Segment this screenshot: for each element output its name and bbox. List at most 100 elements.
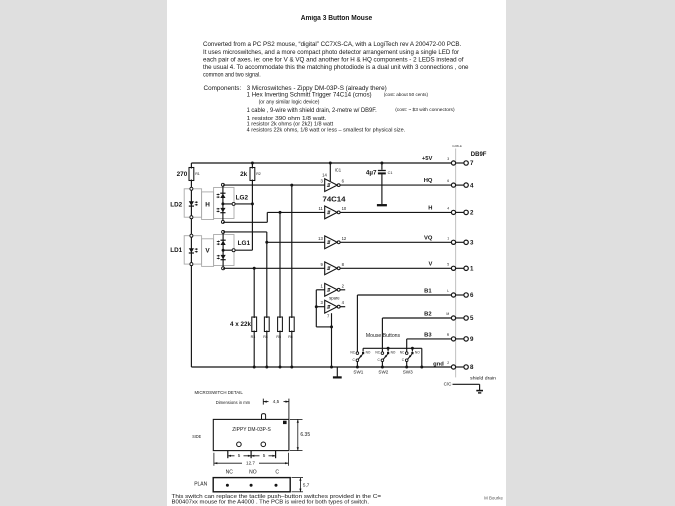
svg-text:MICROSWITCH DETAIL: MICROSWITCH DETAIL — [195, 390, 244, 396]
svg-text:NC: NC — [400, 351, 405, 355]
svg-text:common and two signal.: common and two signal. — [203, 72, 261, 79]
svg-text:This switch can replace the ta: This switch can replace the tactile push… — [172, 494, 382, 500]
svg-text:B00407xx mouse for the A4000: B00407xx mouse for the A4000 . The PCB i… — [172, 500, 370, 506]
svg-text:shield drain: shield drain — [470, 375, 496, 381]
svg-text:4 resistors 22k ohms, 1/: 4 resistors 22k ohms, 1/8 watt or less –… — [247, 128, 406, 134]
svg-text:DB9F: DB9F — [471, 152, 487, 158]
svg-text:12: 12 — [342, 236, 347, 241]
svg-text:(or any similar logic device): (or any similar logic device) — [259, 100, 320, 106]
svg-text:5: 5 — [470, 315, 474, 322]
svg-text:2: 2 — [470, 210, 474, 217]
svg-text:NC: NC — [226, 469, 234, 475]
svg-text:R1: R1 — [195, 172, 200, 176]
svg-text:H: H — [205, 201, 210, 208]
svg-text:R2: R2 — [256, 172, 261, 176]
svg-text:3: 3 — [320, 300, 323, 305]
svg-text:M: M — [446, 312, 449, 316]
svg-text:4µ7: 4µ7 — [366, 169, 377, 176]
svg-text:SIDE: SIDE — [192, 434, 201, 439]
svg-text:LD1: LD1 — [170, 247, 182, 254]
svg-text:13: 13 — [318, 236, 323, 241]
svg-text:Amiga 3 Button Mouse: Amiga 3 Button Mouse — [301, 15, 373, 22]
svg-text:NC: NC — [350, 351, 355, 355]
svg-text:H: H — [428, 205, 432, 211]
svg-text:5: 5 — [238, 453, 241, 458]
svg-text:SW3: SW3 — [403, 369, 413, 374]
svg-text:3: 3 — [320, 179, 323, 184]
svg-text:6.35: 6.35 — [300, 432, 310, 438]
svg-text:NO: NO — [415, 351, 420, 355]
svg-text:M Bourke: M Bourke — [484, 495, 503, 500]
svg-text:3: 3 — [447, 157, 449, 161]
svg-text:6: 6 — [447, 179, 449, 183]
svg-text:9: 9 — [320, 262, 323, 267]
svg-text:14: 14 — [322, 172, 327, 177]
svg-text:It uses microswitches, and a: It uses microswitches, and a more compac… — [203, 49, 459, 56]
svg-text:LD2: LD2 — [170, 202, 182, 209]
svg-text:Converted from a PC PS2 mouse,: Converted from a PC PS2 mouse, “digital”… — [203, 41, 462, 48]
svg-text:3 Microswitches - Zippy DM-: 3 Microswitches - Zippy DM-03P-S (alread… — [247, 85, 387, 92]
svg-text:2k: 2k — [240, 171, 248, 178]
svg-text:B1: B1 — [424, 289, 432, 295]
svg-text:CABLE: CABLE — [452, 144, 462, 148]
svg-text:PLAN: PLAN — [194, 482, 207, 488]
svg-text:C: C — [275, 469, 279, 475]
svg-text:4: 4 — [470, 182, 474, 189]
svg-text:6: 6 — [342, 179, 345, 184]
svg-text:4,5: 4,5 — [273, 399, 280, 404]
svg-text:1: 1 — [320, 283, 323, 288]
svg-text:Mouse Buttons: Mouse Buttons — [366, 333, 400, 339]
svg-text:NO: NO — [366, 351, 371, 355]
svg-text:10: 10 — [342, 206, 347, 211]
svg-text:R6: R6 — [288, 335, 293, 339]
svg-text:7: 7 — [327, 313, 330, 318]
svg-text:V: V — [429, 261, 433, 267]
svg-text:(cost: about 50 cents): (cost: about 50 cents) — [384, 92, 429, 98]
svg-text:12.7: 12.7 — [246, 461, 255, 466]
svg-text:+5V: +5V — [422, 156, 433, 162]
svg-text:the usual 4. To accommodate: the usual 4. To accommodate this the mat… — [203, 64, 469, 71]
svg-text:SW1: SW1 — [353, 369, 363, 374]
svg-text:5,7: 5,7 — [303, 483, 310, 488]
svg-text:8: 8 — [342, 262, 345, 267]
svg-text:NO: NO — [391, 351, 396, 355]
svg-text:R5: R5 — [276, 335, 281, 339]
svg-text:ZIPPY DM-03P-S: ZIPPY DM-03P-S — [232, 427, 271, 433]
svg-text:9: 9 — [470, 336, 474, 343]
svg-text:Dimensions in mm: Dimensions in mm — [216, 400, 251, 405]
svg-text:2: 2 — [342, 283, 345, 288]
svg-text:3: 3 — [470, 240, 474, 247]
svg-text:270: 270 — [177, 171, 188, 178]
svg-text:C: C — [377, 358, 380, 362]
svg-text:4 x 22k: 4 x 22k — [230, 321, 252, 328]
svg-text:HQ: HQ — [424, 178, 433, 184]
svg-text:spare: spare — [329, 295, 340, 300]
svg-text:1 Hex Inverting Schmitt Trigg: 1 Hex Inverting Schmitt Trigger 74C14 (c… — [247, 92, 372, 99]
svg-text:11: 11 — [318, 206, 323, 211]
svg-text:B3: B3 — [424, 333, 432, 339]
svg-text:NC: NC — [375, 351, 380, 355]
svg-text:1 resistor 390 ohm 1/8 w: 1 resistor 390 ohm 1/8 watt. — [247, 116, 327, 122]
svg-text:8: 8 — [470, 364, 474, 371]
svg-text:(cost: ~ $3 with connectors): (cost: ~ $3 with connectors) — [395, 107, 455, 113]
svg-text:C: C — [352, 358, 355, 362]
svg-text:C/C: C/C — [444, 381, 453, 386]
svg-text:7: 7 — [470, 160, 474, 167]
svg-text:IC1: IC1 — [335, 168, 342, 173]
svg-text:1: 1 — [470, 266, 474, 273]
svg-text:74C14: 74C14 — [323, 194, 347, 203]
svg-text:LG2: LG2 — [236, 195, 249, 202]
svg-text:each pair of axes. ie: one f: each pair of axes. ie: one for V & VQ an… — [203, 56, 464, 63]
svg-text:4: 4 — [447, 206, 449, 210]
svg-text:5: 5 — [447, 262, 449, 266]
svg-text:6: 6 — [470, 292, 474, 299]
svg-text:NO: NO — [249, 469, 257, 475]
svg-text:L: L — [447, 289, 449, 293]
svg-text:SW2: SW2 — [378, 369, 388, 374]
svg-text:1: 1 — [447, 236, 449, 240]
svg-text:5: 5 — [263, 453, 266, 458]
svg-text:R4: R4 — [263, 335, 268, 339]
svg-text:V: V — [205, 248, 210, 255]
svg-text:R: R — [447, 333, 450, 337]
svg-text:LG1: LG1 — [238, 240, 251, 247]
